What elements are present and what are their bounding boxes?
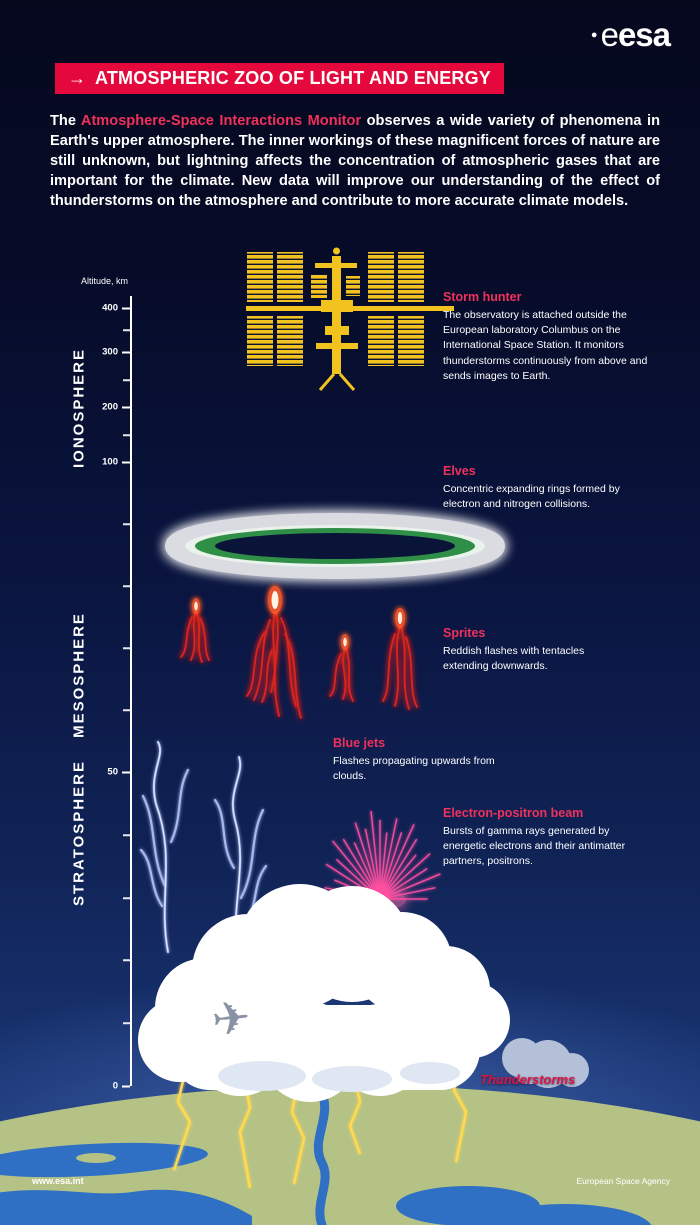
axis-minor-tick — [123, 329, 130, 331]
axis-minor-tick — [123, 523, 130, 525]
intro-rest: observes a wide variety of phenomena in … — [50, 113, 660, 209]
annotation-elves: Elves Concentric expanding rings formed … — [443, 464, 631, 512]
axis-line — [130, 296, 132, 1086]
esa-website-link[interactable]: www.esa.int — [32, 1176, 84, 1186]
elve-ring — [165, 513, 505, 579]
axis-tick-200: 200 — [84, 402, 130, 413]
annotation-title: Blue jets — [333, 736, 386, 750]
airplane-icon: ✈ — [209, 991, 253, 1047]
blue-jets-illustration — [139, 740, 268, 960]
esa-logo-mark: e — [600, 16, 619, 53]
axis-tick-300: 300 — [84, 347, 130, 358]
annotation-body: Concentric expanding rings formed by ele… — [443, 483, 620, 511]
annotation-sprites: Sprites Reddish flashes with tentacles e… — [443, 626, 615, 674]
axis-tick-100: 100 — [84, 457, 130, 468]
axis-minor-tick — [123, 647, 130, 649]
axis-minor-tick — [123, 379, 130, 381]
esa-logo-dot-icon: ● — [590, 28, 598, 41]
axis-tick-0: 0 — [84, 1081, 130, 1092]
annotation-body: Bursts of gamma rays generated by energe… — [443, 825, 626, 868]
intro-lead: The — [50, 113, 81, 129]
storm-cloud: ✈ — [138, 884, 589, 1102]
axis-tick-50: 50 — [84, 767, 130, 778]
axis-minor-tick — [123, 585, 130, 587]
annotation-body: Flashes propagating upwards from clouds. — [333, 755, 495, 783]
annotation-storm-hunter: Storm hunter The observatory is attached… — [443, 290, 665, 384]
label-ionosphere: IONOSPHERE — [70, 347, 88, 469]
axis-minor-tick — [123, 1022, 130, 1024]
iss-illustration — [246, 247, 454, 391]
axis-minor-tick — [123, 834, 130, 836]
annotation-thunderstorms: Thunderstorms — [480, 1072, 576, 1087]
annotation-title: Elves — [443, 464, 476, 478]
label-mesosphere: MESOSPHERE — [70, 612, 88, 738]
water-bodies — [0, 1088, 653, 1225]
agency-name: European Space Agency — [576, 1176, 670, 1186]
label-stratosphere: STRATOSPHERE — [70, 760, 88, 906]
annotation-title: Electron-positron beam — [443, 806, 584, 820]
axis-minor-tick — [123, 434, 130, 436]
annotation-electron-positron-beam: Electron-positron beam Bursts of gamma r… — [443, 806, 627, 870]
sprites-illustration — [180, 586, 418, 719]
axis-minor-tick — [123, 709, 130, 711]
annotation-body: Reddish flashes with tentacles extending… — [443, 645, 585, 673]
page-title: ATMOSPHERIC ZOO OF LIGHT AND ENERGY — [95, 68, 492, 88]
arrow-icon: → — [68, 68, 86, 88]
sprite-cores — [192, 586, 405, 650]
annotation-title: Storm hunter — [443, 290, 522, 304]
annotation-title: Sprites — [443, 626, 486, 640]
esa-logo: ● e esa — [590, 16, 671, 54]
intro-highlight: Atmosphere-Space Interactions Monitor — [80, 113, 362, 129]
axis-minor-tick — [123, 959, 130, 961]
esa-logo-text: esa — [617, 16, 671, 53]
axis-title: Altitude, km — [80, 276, 128, 286]
axis-minor-tick — [123, 897, 130, 899]
axis-tick-400: 400 — [84, 303, 130, 314]
annotation-body: The observatory is attached outside the … — [443, 309, 648, 382]
title-banner: → ATMOSPHERIC ZOO OF LIGHT AND ENERGY — [55, 63, 505, 94]
small-cloud — [502, 1038, 589, 1088]
intro-paragraph: The Atmosphere-Space Interactions Monito… — [50, 112, 660, 212]
annotation-blue-jets: Blue jets Flashes propagating upwards fr… — [333, 736, 495, 784]
